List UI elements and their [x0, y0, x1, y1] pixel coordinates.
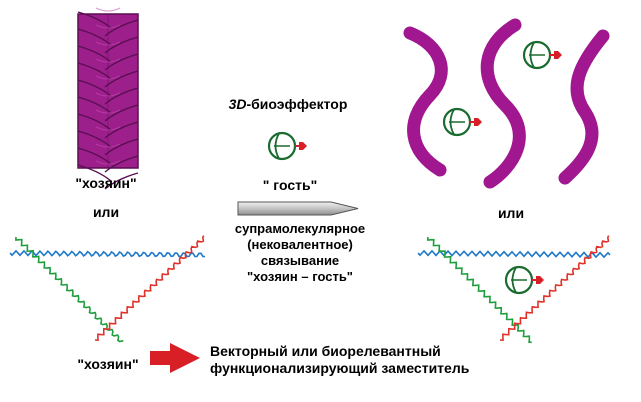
legend-label-line1: Векторный или биорелевантный	[210, 343, 441, 359]
binding-label-line3: связывание	[260, 253, 340, 268]
bioeffector-label-italic: 3D	[228, 96, 247, 112]
substituent-legend-icon	[150, 343, 200, 373]
legend-label-line2: функционализирующий заместитель	[210, 360, 470, 376]
strand-host-group	[403, 18, 610, 189]
wavy-triangle-host-left	[9, 235, 206, 343]
strand-host-right	[558, 29, 610, 185]
binding-label-line2: (нековалентное)	[247, 237, 353, 252]
guest-label: " гость"	[262, 177, 318, 193]
braided-host-icon	[77, 7, 139, 190]
or-label-right: или	[497, 205, 525, 221]
guest-molecule-center	[267, 131, 307, 161]
wavy-triangle-host-right	[417, 235, 611, 344]
guest-molecule-in-triangle	[504, 265, 544, 295]
or-label-left: или	[92, 204, 120, 220]
host-label-top: "хозяин"	[75, 175, 137, 191]
binding-label-line4: "хозяин – гость"	[247, 269, 353, 284]
substituent-legend-arrow	[150, 343, 200, 373]
binding-arrow-shape	[237, 201, 359, 216]
guest-molecule-in-strands-upper	[522, 40, 562, 70]
binding-label-line1: супрамолекулярное	[234, 221, 366, 236]
host-label-bottom: "хозяин"	[77, 356, 139, 372]
binding-arrow	[237, 201, 359, 216]
guest-molecule-in-strands-lower	[442, 107, 482, 137]
strand-host-middle	[480, 18, 526, 189]
bioeffector-label-rest: -биоэффектор	[246, 96, 348, 112]
bioeffector-label: 3D-биоэффектор	[229, 97, 348, 111]
strand-host-left	[403, 26, 448, 177]
